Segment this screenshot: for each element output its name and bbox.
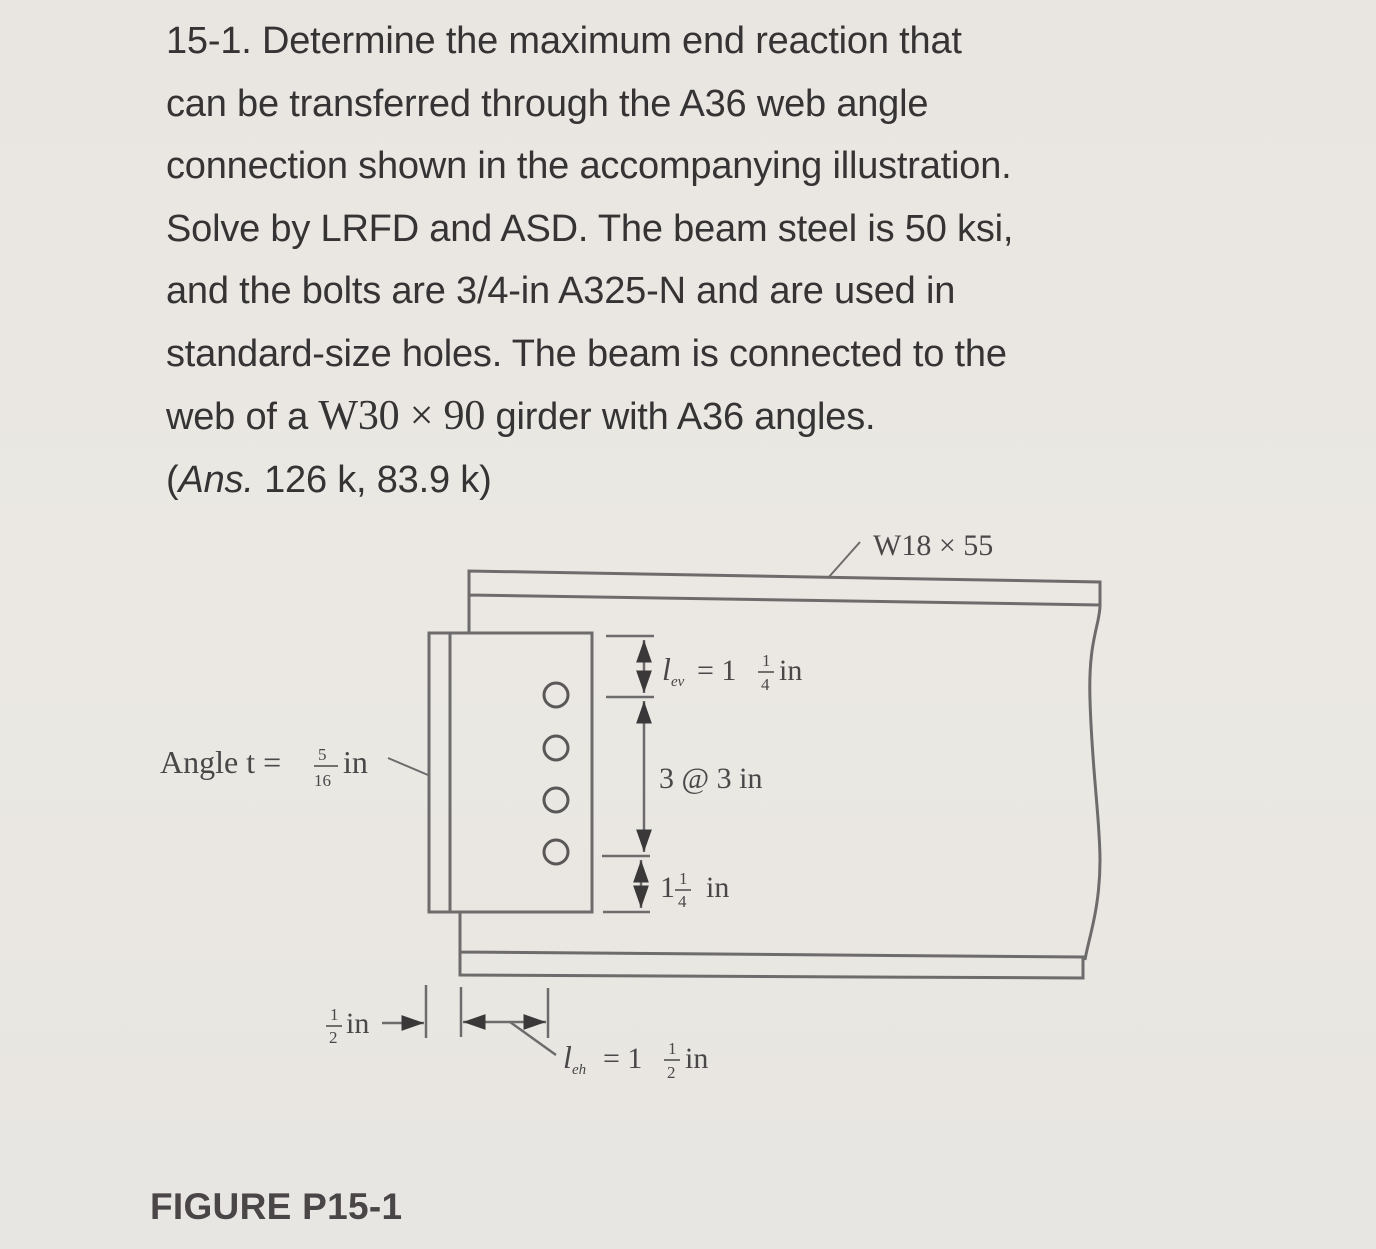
svg-text:2: 2	[667, 1063, 676, 1082]
svg-text:2: 2	[329, 1028, 338, 1047]
svg-text:4: 4	[678, 892, 687, 911]
answer-line: (Ans. 126 k, 83.9 k)	[166, 458, 492, 501]
bottom-edge-distance-label: 1 1 4 in	[660, 869, 729, 911]
svg-text:1: 1	[762, 651, 771, 670]
beam-leader	[827, 541, 861, 579]
svg-text:in: in	[346, 1007, 369, 1040]
bolt-hole-4	[542, 838, 570, 866]
gap-label: 1 2 in	[326, 1005, 369, 1047]
bolt-spacing-label: 3 @ 3 in	[659, 762, 762, 795]
svg-text:in: in	[685, 1042, 708, 1075]
figure-caption: FIGURE P15-1	[150, 1186, 403, 1227]
svg-text:in: in	[779, 654, 802, 687]
angle-outstanding-leg	[427, 631, 452, 914]
svg-text:ev: ev	[671, 674, 685, 690]
problem-line-5: and the bolts are 3/4-in A325-N and are …	[166, 270, 956, 312]
svg-text:1: 1	[679, 869, 688, 888]
svg-text:1: 1	[330, 1005, 339, 1024]
svg-text:1: 1	[668, 1039, 677, 1058]
angle-connected-leg	[448, 631, 594, 914]
girder-section: W30 × 90	[318, 393, 486, 439]
answer-label: Ans.	[178, 458, 254, 501]
problem-number: 15-1.	[166, 20, 252, 62]
svg-text:l: l	[662, 651, 671, 687]
lev-label: l ev = 1 1 4 in	[662, 651, 802, 694]
svg-text:Angle t =: Angle t =	[160, 744, 281, 780]
problem-statement: 15-1. Determine the maximum end reaction…	[166, 10, 1146, 511]
svg-text:in: in	[706, 871, 729, 904]
problem-line-7: web of a W30 × 90 girder with A36 angles…	[166, 393, 876, 439]
problem-line-2: can be transferred through the A36 web a…	[166, 82, 929, 125]
bolt-hole-3	[542, 786, 570, 814]
leh-label: l eh = 1 1 2 in	[563, 1039, 708, 1082]
svg-text:1: 1	[660, 871, 675, 904]
beam-label: W18 × 55	[873, 529, 993, 562]
svg-text:= 1: = 1	[603, 1042, 642, 1075]
problem-line-6: standard-size holes. The beam is connect…	[166, 332, 1007, 375]
problem-line-4: Solve by LRFD and ASD. The beam steel is…	[166, 207, 1014, 250]
bolt-hole-2	[542, 734, 570, 762]
svg-text:4: 4	[761, 675, 770, 694]
beam-break-line	[1083, 604, 1102, 961]
svg-text:5: 5	[318, 745, 327, 764]
beam-top-flange	[467, 569, 1102, 633]
beam-bottom-flange	[458, 912, 1085, 980]
svg-text:eh: eh	[572, 1062, 586, 1078]
bolt-hole-1	[542, 681, 570, 709]
svg-text:in: in	[343, 744, 368, 780]
svg-text:l: l	[563, 1039, 572, 1075]
angle-thickness-label: Angle t = 5 16 in	[160, 744, 368, 790]
problem-line-1: 15-1. Determine the maximum end reaction…	[166, 20, 962, 62]
angle-leader	[387, 757, 429, 776]
answer-values: 126 k, 83.9 k)	[253, 458, 492, 501]
svg-text:16: 16	[314, 771, 331, 790]
svg-text:= 1: = 1	[697, 654, 736, 687]
bolt-holes	[542, 681, 570, 866]
problem-line-3: connection shown in the accompanying ill…	[166, 145, 1012, 187]
